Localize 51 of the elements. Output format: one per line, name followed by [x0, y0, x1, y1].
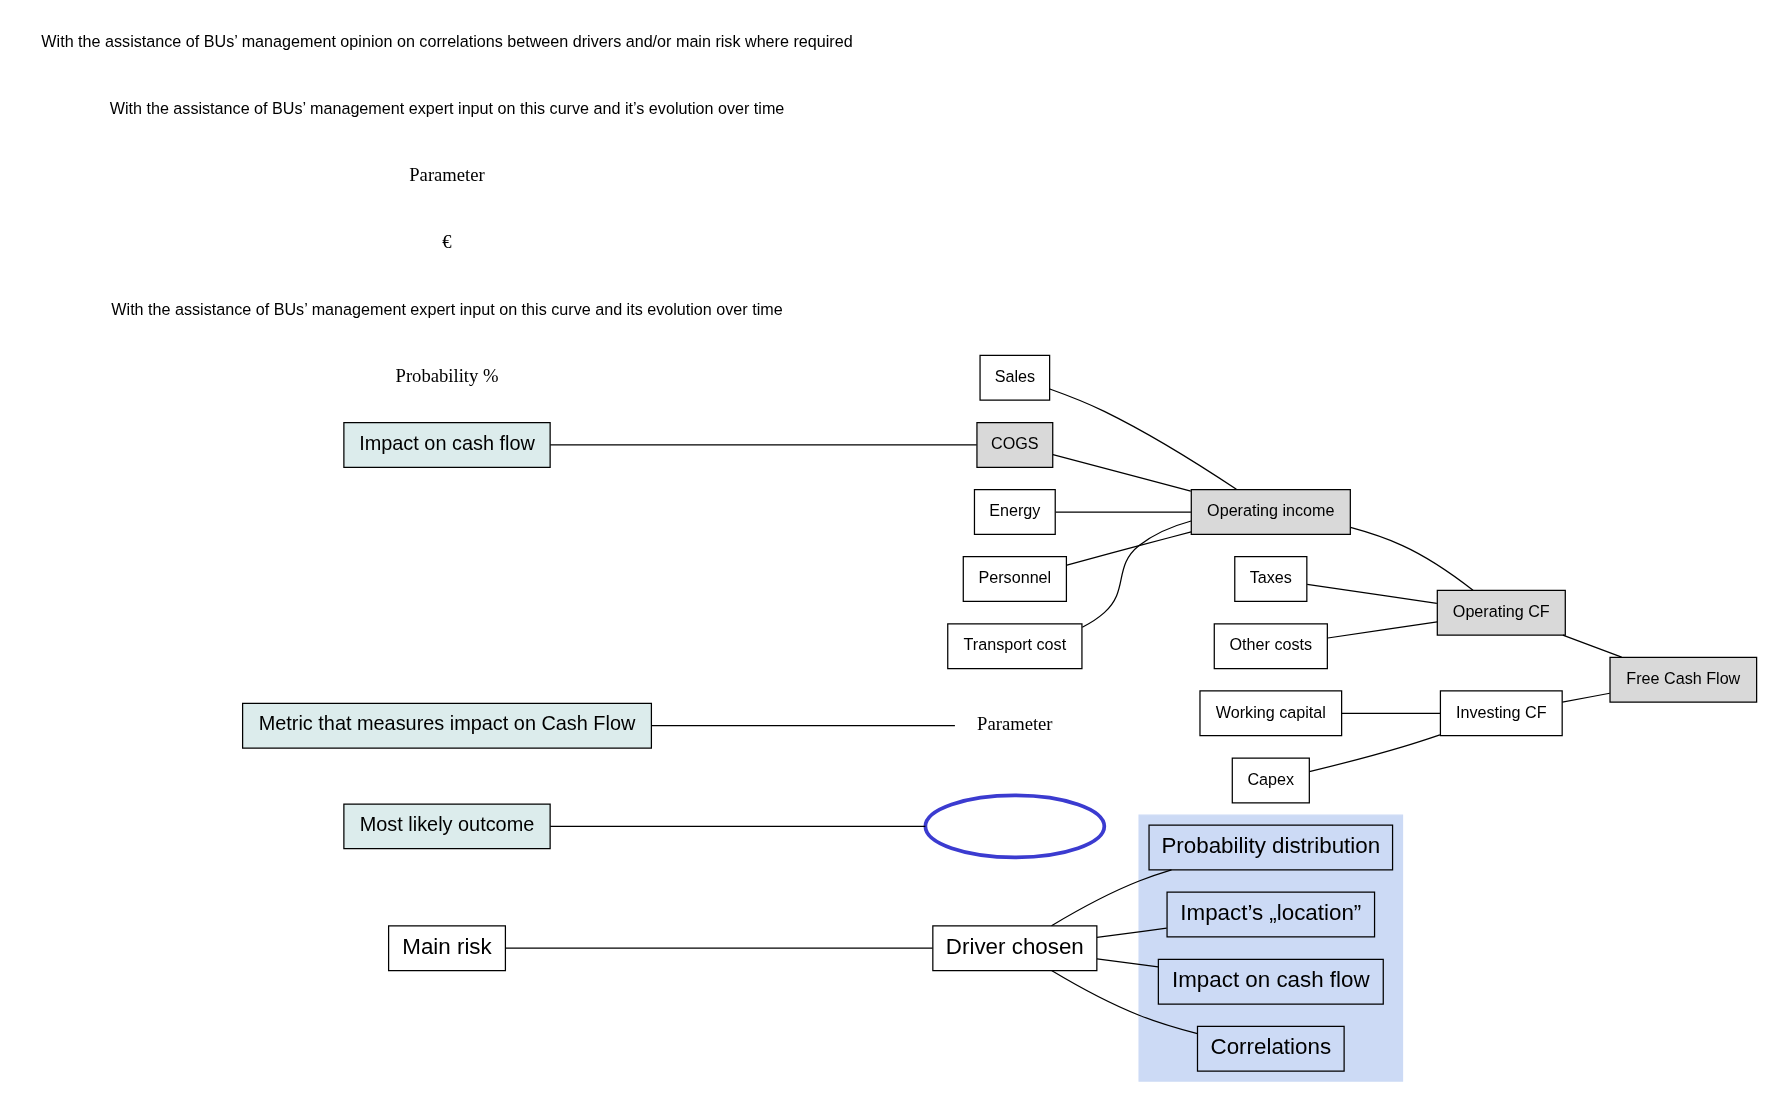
connector — [1055, 511, 1192, 513]
connector — [1049, 388, 1238, 490]
connector — [1081, 520, 1192, 628]
label: € — [442, 230, 452, 252]
connector — [1306, 583, 1438, 604]
connector — [1562, 634, 1623, 658]
node-box: Investing CF — [1439, 690, 1563, 737]
connector — [1052, 454, 1192, 492]
cluster — [1138, 814, 1404, 1082]
node-box: Probability distribution — [1148, 824, 1394, 871]
node-box: Impact on cash flow — [343, 421, 551, 468]
connector — [1050, 869, 1173, 927]
connector — [1349, 526, 1474, 591]
node-box: Capex — [1231, 757, 1310, 804]
node-box: Working capital — [1199, 690, 1343, 737]
node-text: Parameter — [977, 713, 1053, 735]
connector — [650, 725, 956, 727]
node-box: Sales — [979, 354, 1051, 401]
node-box: Energy — [973, 489, 1056, 535]
node-box: Operating CF — [1436, 589, 1566, 636]
connector — [549, 825, 926, 827]
node-box: Personnel — [962, 556, 1068, 603]
connector — [1341, 712, 1441, 714]
label: With the assistance of BUs’ management expert input on this curve and its evolution over time — [111, 299, 783, 318]
connector — [1561, 692, 1611, 703]
connector — [1327, 621, 1438, 639]
node-box: Transport cost — [947, 623, 1083, 670]
label: With the assistance of BUs’ management expert input on this curve and it’s evolution over time — [109, 98, 785, 117]
connector — [1096, 927, 1168, 939]
node-box: Most likely outcome — [343, 803, 551, 850]
label: Probability % — [395, 365, 499, 387]
node-box: Impact on cash flow — [1157, 958, 1384, 1005]
node-box: Operating income — [1190, 489, 1351, 535]
node-box: Free Cash Flow — [1609, 656, 1758, 703]
node-box: Other costs — [1213, 623, 1328, 670]
node-box: Main risk — [388, 925, 507, 972]
node-box: COGS — [976, 421, 1054, 468]
node-box: Correlations — [1196, 1025, 1345, 1072]
node-box: Driver chosen — [932, 925, 1098, 972]
connector — [1096, 958, 1159, 968]
connector — [1066, 531, 1192, 566]
label: With the assistance of BUs’ management opinion on correlations between drivers and/or main risk where required — [41, 31, 853, 50]
node-box: Taxes — [1234, 556, 1308, 603]
connector — [1050, 969, 1199, 1035]
connector — [549, 444, 978, 446]
node-box: Impact’s „location” — [1166, 891, 1376, 938]
connector — [504, 947, 934, 949]
node-curve — [923, 793, 1107, 860]
label: Parameter — [409, 163, 485, 185]
connector — [1308, 734, 1441, 773]
node-box: Metric that measures impact on Cash Flow — [242, 702, 652, 749]
